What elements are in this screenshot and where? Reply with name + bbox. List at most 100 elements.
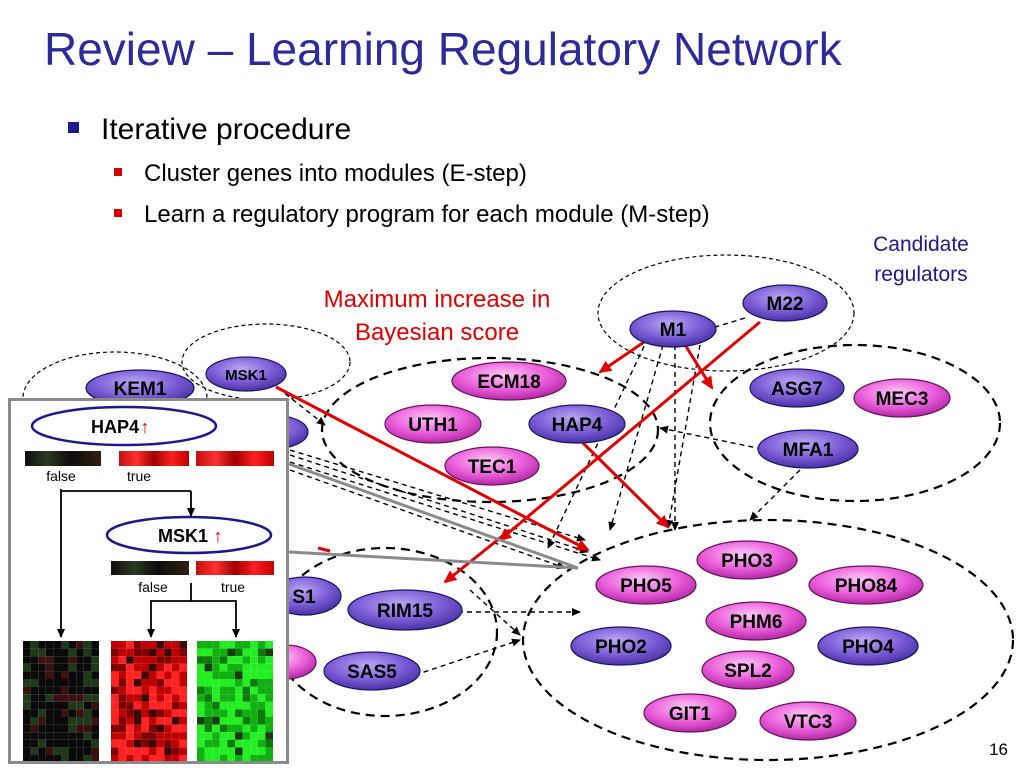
- heatmap-cell: [265, 701, 273, 710]
- heatmap-cell: [91, 679, 99, 687]
- heatmap-cell: [30, 747, 39, 755]
- edge-dashed: [414, 638, 521, 676]
- heatmap-cell: [38, 717, 46, 725]
- heatmap-cell: [219, 701, 228, 710]
- heatmap-cell: [250, 747, 258, 755]
- heatmap-cell: [204, 717, 213, 725]
- node-m1: M1: [629, 310, 717, 348]
- heatmap-cell: [83, 686, 92, 695]
- heatmap-cell: [133, 671, 142, 679]
- heatmap-cell: [45, 701, 54, 710]
- heatmap-cell: [164, 717, 172, 725]
- heatmap-cell: [250, 732, 258, 740]
- sub-bullet-1: Cluster genes into modules (E-step): [114, 160, 527, 188]
- heatmap-cell: [250, 641, 258, 649]
- heatmap-cell: [179, 648, 187, 657]
- heatmap-cell: [30, 694, 39, 702]
- heatmap-cell: [141, 641, 149, 649]
- heatmap-cell: [133, 656, 142, 664]
- heatmap-cell: [219, 656, 228, 664]
- heatmap-cell: [83, 717, 92, 725]
- heatmap-cell: [23, 732, 31, 740]
- heatmap-cell: [156, 701, 165, 710]
- heatmap-cell: [149, 755, 157, 763]
- heatmap-cell: [156, 739, 165, 748]
- heatmap-cell: [30, 724, 39, 733]
- heatmap-cell: [111, 671, 119, 679]
- heatmap-cell: [126, 663, 134, 672]
- heatmap-cell: [250, 694, 258, 702]
- heatmap-cell: [111, 663, 119, 672]
- node-uth1: UTH1: [384, 404, 482, 444]
- heatmap-cell: [164, 739, 172, 748]
- heatmap-cell: [38, 648, 46, 657]
- max-increase-line-2: Bayesian score: [354, 319, 520, 346]
- heatmap-cell: [265, 671, 273, 679]
- heatmap-cell: [179, 717, 187, 725]
- heatmap-cell: [164, 686, 172, 695]
- heatmap-cell: [126, 732, 134, 740]
- heatmap-cell: [179, 671, 187, 679]
- regulation-tree: HAP4 ↑ false true MSK1 ↑ false true: [23, 405, 274, 763]
- heatmap-cell: [179, 686, 187, 695]
- heatmap-cell: [212, 739, 220, 748]
- heatmap-cell: [126, 701, 134, 710]
- heatmap-cell: [212, 724, 220, 733]
- heatmap-cell: [197, 694, 205, 702]
- heatmap-cell: [61, 686, 69, 695]
- candidate-label-line-1: Candidate: [873, 233, 969, 256]
- heatmap-cell: [133, 663, 142, 672]
- heatmap-cell: [61, 732, 69, 740]
- heatmap-cell: [118, 717, 127, 725]
- heatmap-cell: [265, 724, 273, 733]
- heatmap-cell: [91, 663, 99, 672]
- heatmap-cell: [197, 648, 205, 657]
- heatmap-cell: [45, 717, 54, 725]
- heatmap-cell: [242, 656, 251, 664]
- svg-text:HAP4: HAP4: [91, 417, 139, 437]
- heatmap-cell: [53, 732, 61, 740]
- heatmap-cell: [126, 641, 134, 649]
- heatmap-cell: [76, 671, 84, 679]
- heatmap-cell: [38, 747, 46, 755]
- heatmap-cell: [111, 717, 119, 725]
- heatmap-cell: [141, 701, 149, 710]
- heatmap-cell: [227, 656, 235, 664]
- tree-branch-child-true: [191, 600, 240, 638]
- heatmap-cell: [235, 732, 243, 740]
- heatmap-cell: [126, 686, 134, 695]
- heatmap-cell: [171, 671, 180, 679]
- svg-text:SPL2: SPL2: [724, 661, 772, 682]
- heatmap-cell: [53, 648, 61, 657]
- heatmap-cell: [227, 739, 235, 748]
- heatmap-cell: [171, 701, 180, 710]
- heatmap-cell: [257, 679, 266, 687]
- heatmap-cell: [235, 656, 243, 664]
- heatmap-cell: [118, 755, 127, 763]
- heatmap-cell: [45, 671, 54, 679]
- heatmap-cell: [91, 671, 99, 679]
- heatmap-cell: [111, 732, 119, 740]
- heatmap-cell: [133, 694, 142, 702]
- heatmap-cell: [204, 701, 213, 710]
- heatmap-cell: [265, 747, 273, 755]
- heatmap-cell: [227, 641, 235, 649]
- node-rim15: RIM15: [347, 589, 463, 631]
- heatmap-cell: [219, 686, 228, 695]
- heatmap-cell: [164, 747, 172, 755]
- heatmap-cell: [23, 686, 31, 695]
- heatmap-cell: [149, 694, 157, 702]
- heatmap-cell: [83, 694, 92, 702]
- heatmap-cell: [68, 755, 77, 763]
- heatmap-cell: [171, 755, 180, 763]
- heatmap-cell: [141, 732, 149, 740]
- heatmap-cell: [45, 739, 54, 748]
- heatmap-cell: [76, 709, 84, 717]
- heatmap-cell: [212, 747, 220, 755]
- svg-text:ECM18: ECM18: [477, 372, 540, 393]
- heatmap-cell: [171, 686, 180, 695]
- heatmap-cell: [53, 709, 61, 717]
- node-phm6: PHM6: [705, 601, 807, 641]
- heatmap-cell: [171, 648, 180, 657]
- heatmap-cell: [227, 747, 235, 755]
